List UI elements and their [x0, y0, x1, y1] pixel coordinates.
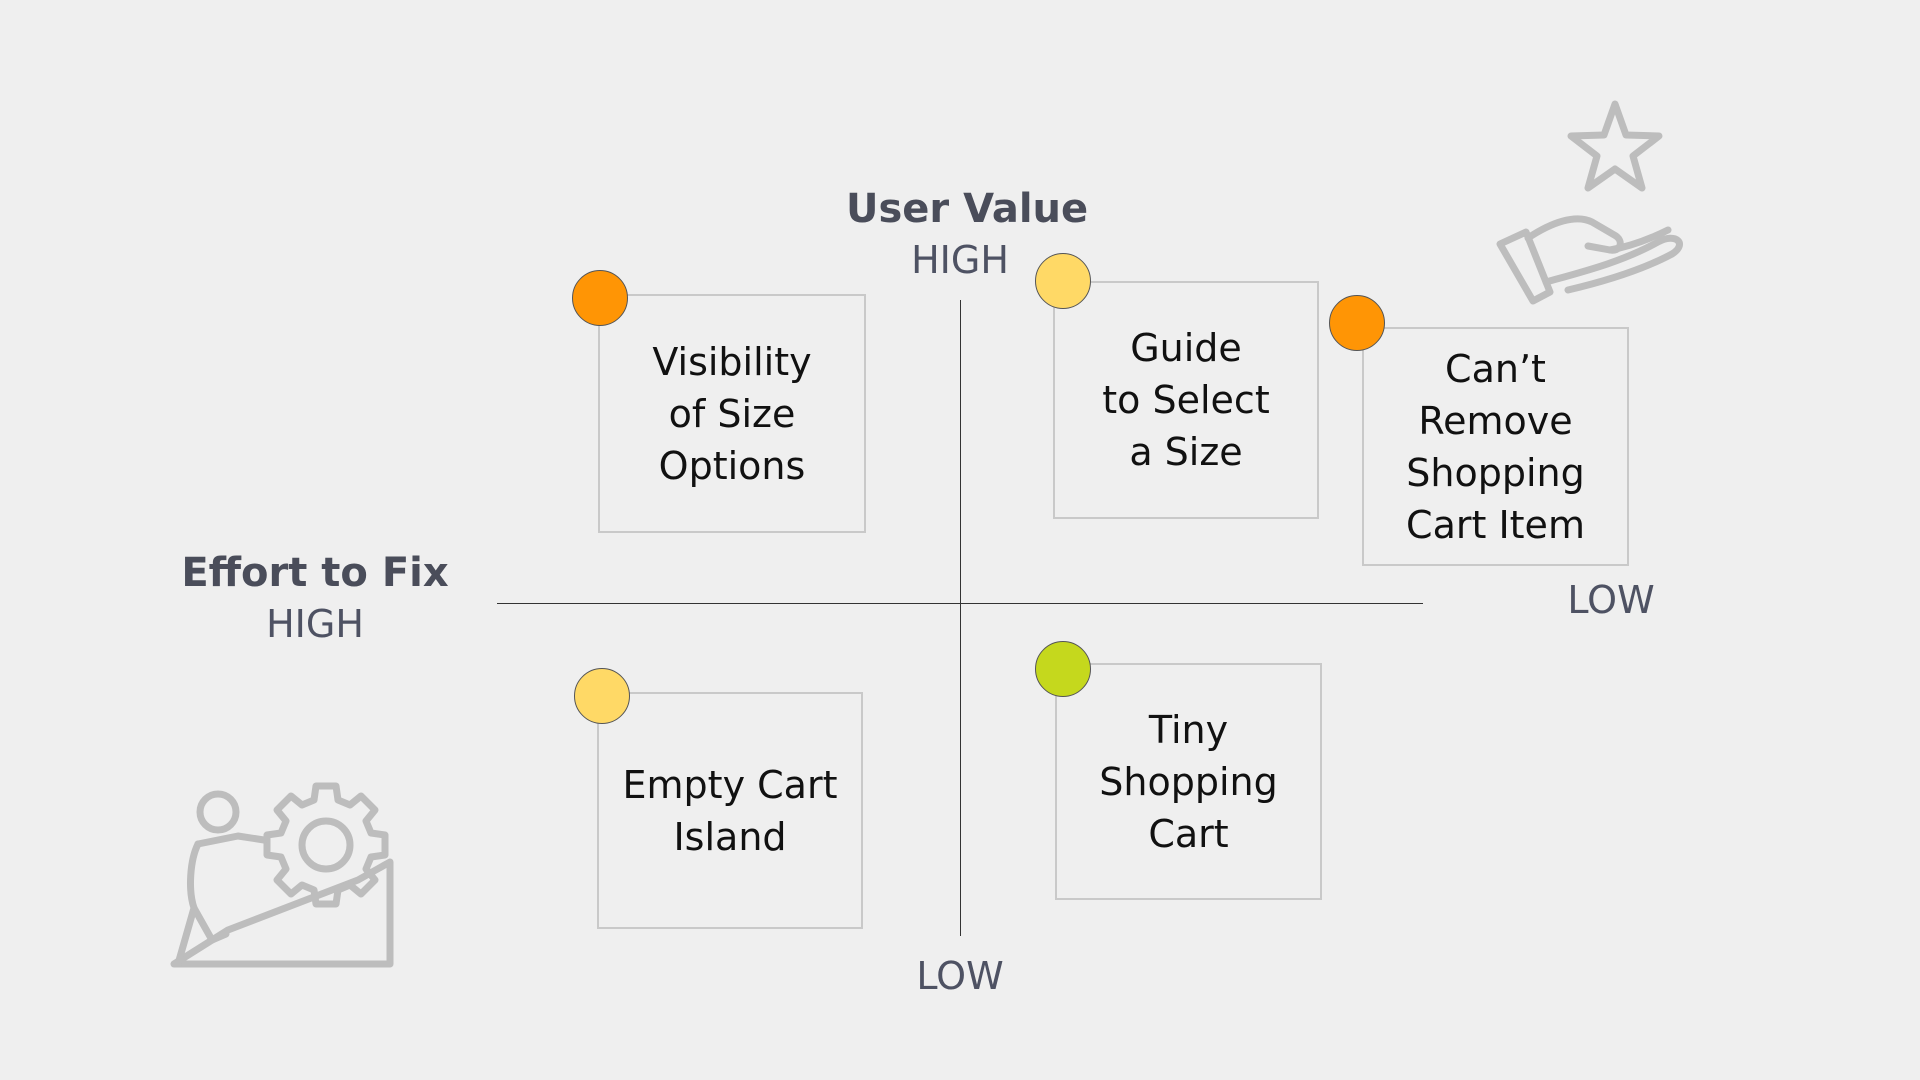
y-axis-title: User Value — [846, 186, 1089, 232]
card-guide-to-select-a-size: Guide to Select a Size — [1053, 281, 1319, 519]
card-cant-remove-shopping-cart-item: Can’t Remove Shopping Cart Item — [1362, 327, 1629, 566]
card-visibility-of-size-options: Visibility of Size Options — [598, 294, 866, 533]
card-label: Tiny Shopping Cart — [1099, 707, 1278, 856]
person-pushing-gear-icon — [170, 782, 394, 968]
x-axis-title: Effort to Fix — [181, 550, 449, 596]
card-label: Can’t Remove Shopping Cart Item — [1406, 346, 1585, 547]
x-axis-low-label: LOW — [1567, 578, 1655, 622]
card-label: Empty Cart Island — [622, 762, 838, 859]
y-axis-low-label: LOW — [916, 954, 1004, 998]
priority-dot — [1329, 295, 1385, 351]
horizontal-axis-line — [497, 603, 1423, 604]
x-axis-high-label: HIGH — [266, 602, 364, 646]
priority-dot — [1035, 253, 1091, 309]
priority-dot — [572, 270, 628, 326]
hand-offering-star-icon — [1496, 100, 1683, 305]
vertical-axis-line — [960, 300, 961, 936]
card-label: Guide to Select a Size — [1102, 326, 1270, 474]
card-label: Visibility of Size Options — [652, 339, 812, 488]
y-axis-high-label: HIGH — [911, 238, 1009, 282]
card-empty-cart-island: Empty Cart Island — [597, 692, 863, 929]
card-tiny-shopping-cart: Tiny Shopping Cart — [1055, 663, 1322, 900]
priority-dot — [1035, 641, 1091, 697]
priority-dot — [574, 668, 630, 724]
